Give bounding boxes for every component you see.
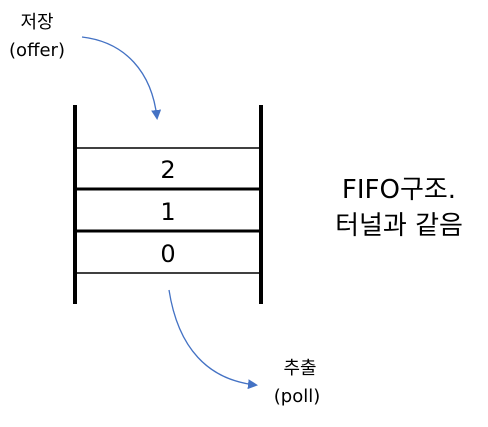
description-subtitle: 터널과 같음 <box>335 211 463 241</box>
poll-arrow <box>168 289 258 390</box>
poll-label-method: (poll) <box>274 386 321 407</box>
description-title: FIFO구조. <box>342 175 456 205</box>
queue-cell-value: 2 <box>160 156 175 184</box>
poll-label-korean: 추출 <box>283 358 316 379</box>
queue-cell-value: 1 <box>160 198 175 226</box>
offer-arrow <box>81 36 162 120</box>
offer-label-korean: 저장 <box>20 12 53 33</box>
offer-label-method: (offer) <box>9 40 65 61</box>
queue-cell-value: 0 <box>160 240 175 268</box>
